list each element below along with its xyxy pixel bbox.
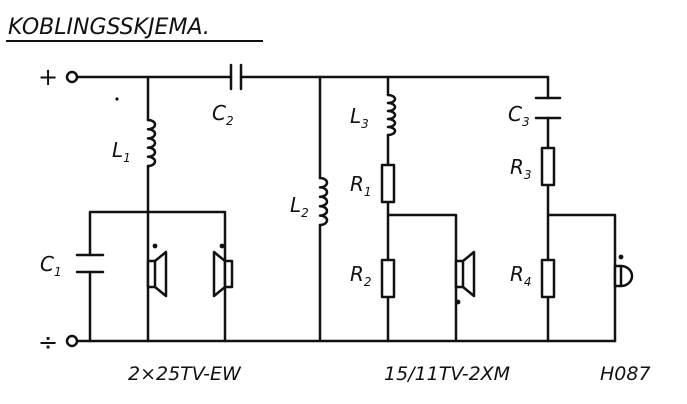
woofer-2-speaker-symbol bbox=[212, 250, 234, 298]
r4-label: R4 bbox=[510, 262, 532, 289]
woofer-1-polarity-dot bbox=[152, 243, 158, 249]
midrange-model-label: 15/11TV-2XM bbox=[384, 363, 510, 385]
c2-label: C2 bbox=[212, 101, 234, 128]
c2-capacitor-symbol bbox=[229, 63, 243, 91]
midrange-branch-wire bbox=[386, 75, 458, 343]
woofer-model-label: 2×25TV-EW bbox=[128, 363, 242, 385]
r2-label: R2 bbox=[350, 262, 372, 289]
plus-terminal-label: + bbox=[38, 63, 58, 91]
minus-terminal bbox=[65, 334, 79, 348]
minus-terminal-label: ÷ bbox=[38, 328, 58, 356]
tweeter-branch-wire bbox=[546, 116, 617, 343]
midrange-polarity-dot bbox=[455, 299, 461, 305]
l2-coil-symbol bbox=[318, 176, 329, 227]
l1-coil-symbol bbox=[146, 118, 157, 168]
l2-label: L2 bbox=[290, 193, 309, 220]
tweeter-speaker-symbol bbox=[613, 264, 634, 288]
plus-terminal bbox=[65, 70, 79, 84]
r1-label: R1 bbox=[350, 172, 372, 199]
woofer-section-wire bbox=[88, 210, 227, 343]
l3-coil-symbol bbox=[386, 93, 397, 137]
c3-label: C3 bbox=[508, 102, 530, 129]
tweeter-model-label: H087 bbox=[600, 363, 651, 385]
r3-resistor-symbol bbox=[540, 146, 556, 187]
r1-resistor-symbol bbox=[380, 163, 396, 204]
r3-label: R3 bbox=[510, 155, 532, 182]
c3-capacitor-symbol bbox=[534, 96, 562, 120]
l1-label: L1 bbox=[112, 138, 131, 165]
stray-ink-dot bbox=[115, 97, 119, 101]
tweeter-polarity-dot bbox=[618, 254, 624, 260]
diagram-title: KOBLINGSSKJEMA. bbox=[8, 15, 210, 40]
midrange-speaker-symbol bbox=[454, 250, 476, 298]
top-rail-wire bbox=[76, 75, 550, 100]
r2-resistor-symbol bbox=[380, 258, 396, 299]
woofer-1-speaker-symbol bbox=[146, 250, 168, 298]
l3-label: L3 bbox=[350, 104, 369, 131]
woofer-2-polarity-dot bbox=[219, 243, 225, 249]
c1-label: C1 bbox=[40, 252, 62, 279]
c1-capacitor-symbol bbox=[75, 253, 105, 274]
r4-resistor-symbol bbox=[540, 258, 556, 299]
